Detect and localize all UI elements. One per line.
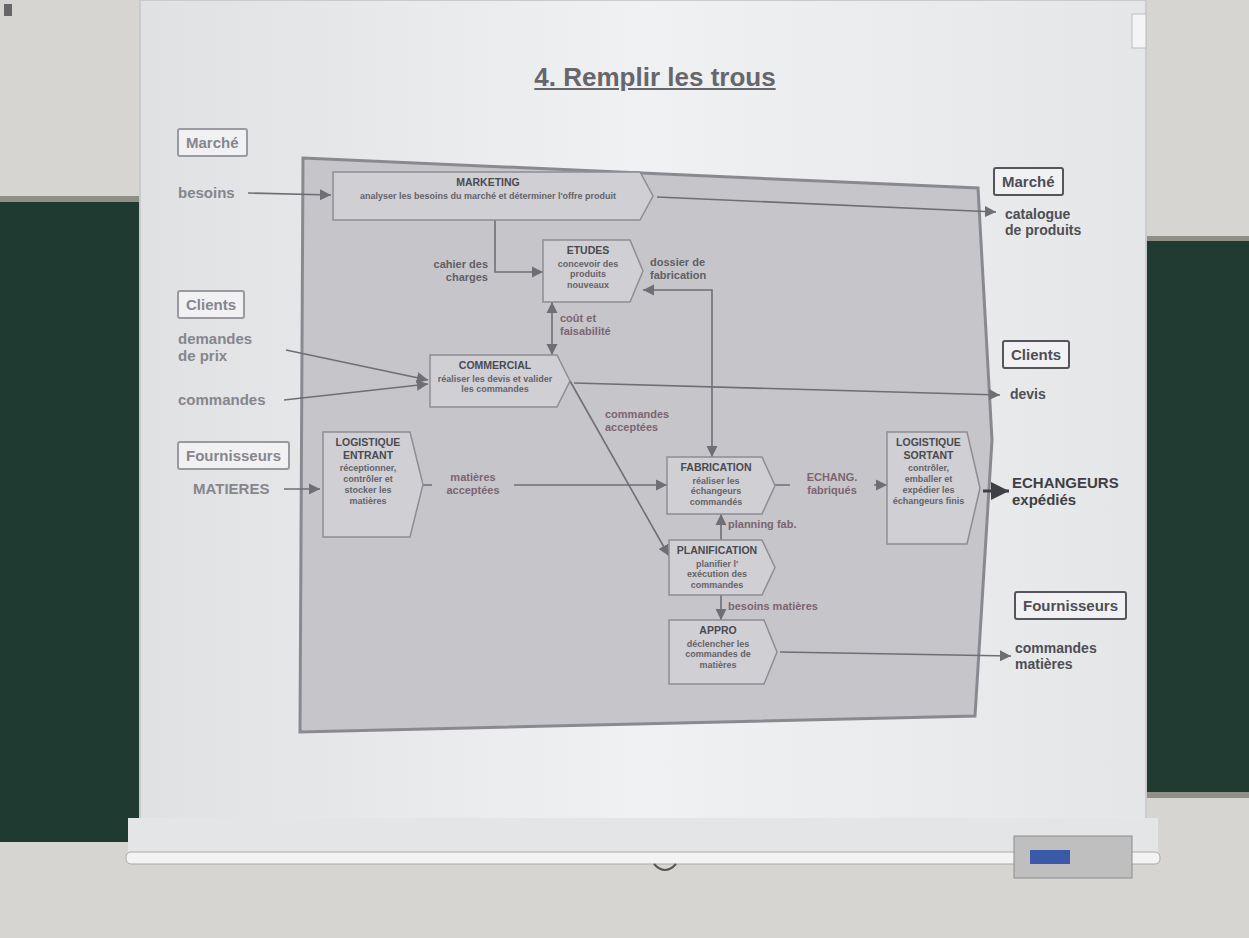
chalk-tray — [1014, 836, 1132, 878]
flow-connector — [720, 514, 722, 540]
board-frame — [0, 196, 150, 202]
process-title: ETUDES — [548, 244, 628, 257]
process-title: PLANIFICATION — [674, 544, 760, 557]
process-box: ETUDES concevoir des produits nouveaux — [543, 240, 643, 302]
screen-bar — [126, 852, 1160, 864]
arrow-outline — [430, 355, 570, 407]
actor-name: Clients — [1011, 346, 1061, 363]
screen-bracket — [1132, 14, 1146, 48]
connector-label: matières acceptées — [432, 470, 514, 498]
wall-socket — [4, 4, 12, 16]
actor-box: Fournisseurs — [177, 441, 290, 470]
actor-box: Marché — [177, 128, 248, 157]
flow-label: commandes matières — [1015, 640, 1115, 672]
flow-connector — [551, 302, 553, 355]
flow-connector — [570, 381, 669, 556]
arrow-outline — [323, 432, 423, 537]
process-box: LOGISTIQUE ENTRANTréceptionner, contrôle… — [323, 432, 423, 537]
flow-label: besoins — [178, 184, 258, 201]
connector-label: planning fab. — [728, 518, 808, 531]
connector-label: commandes acceptées — [605, 408, 685, 434]
actor-name: Fournisseurs — [1023, 597, 1118, 614]
flow-line — [284, 488, 320, 490]
process-description: réceptionner, contrôler et stocker les m… — [328, 463, 408, 506]
screen-edge — [140, 0, 1146, 828]
process-description: réaliser les échangeurs commandés — [672, 476, 760, 508]
actor-box: Clients — [177, 290, 245, 319]
process-description: déclencher les commandes de matières — [674, 639, 762, 671]
flow-label: catalogue de produits — [1005, 206, 1085, 238]
actor-name: Marché — [1002, 173, 1055, 190]
process-box: MARKETING analyser les besoins du marché … — [333, 172, 653, 220]
process-box: LOGISTIQUE SORTANTcontrôler, emballer et… — [887, 432, 980, 544]
board-eraser — [1030, 850, 1070, 864]
process-description: réaliser les devis et valider les comman… — [435, 374, 555, 396]
pull-handle — [654, 864, 676, 870]
process-description: planifier l' exécution des commandes — [674, 559, 760, 591]
actor-box: Marché — [993, 167, 1064, 196]
flow-line — [657, 197, 996, 212]
arrow-outline — [333, 172, 653, 220]
flow-connector — [495, 220, 543, 272]
process-title: LOGISTIQUE ENTRANT — [328, 436, 408, 461]
connector-label: ECHANG. fabriqués — [790, 470, 874, 498]
flow-label: commandes — [178, 391, 288, 408]
flow-label: demandes de prix — [178, 330, 268, 365]
process-description: concevoir des produits nouveaux — [548, 259, 628, 291]
flow-line — [574, 383, 1000, 395]
actor-name: Clients — [186, 296, 236, 313]
process-box: PLANIFICATION planifier l' exécution des … — [669, 540, 775, 595]
arrow-outline — [669, 620, 777, 684]
flow-label: MATIERES — [193, 480, 288, 497]
connector-label: cahier des charges — [420, 258, 488, 284]
arrow-outline — [667, 457, 775, 514]
actor-box: Fournisseurs — [1014, 591, 1127, 620]
actor-box: Clients — [1002, 340, 1070, 369]
process-title: MARKETING — [338, 176, 638, 189]
process-title: COMMERCIAL — [435, 359, 555, 372]
actor-name: Marché — [186, 134, 239, 151]
arrow-outline — [543, 240, 643, 302]
actor-name: Fournisseurs — [186, 447, 281, 464]
flow-line — [284, 384, 428, 400]
flow-connector — [720, 595, 722, 620]
enterprise-boundary — [300, 158, 992, 732]
arrow-outline — [669, 540, 775, 595]
connector-label: coût et faisabilité — [560, 312, 640, 338]
projection-screen — [140, 0, 1146, 828]
process-box: FABRICATION réaliser les échangeurs comma… — [667, 457, 775, 514]
flow-line — [983, 490, 1009, 493]
process-title: APPRO — [674, 624, 762, 637]
process-box: COMMERCIAL réaliser les devis et valider … — [430, 355, 570, 407]
arrow-outline — [887, 432, 980, 544]
flow-line — [286, 350, 428, 380]
flow-label: ECHANGEURS expédiés — [1012, 474, 1134, 509]
process-description: contrôler, emballer et expédier les écha… — [892, 463, 965, 506]
process-box: APPRO déclencher les commandes de matière… — [669, 620, 777, 684]
flow-line — [780, 652, 1011, 656]
flow-label: devis — [1010, 386, 1090, 402]
flow-line — [248, 193, 331, 195]
process-title: LOGISTIQUE SORTANT — [892, 436, 965, 461]
process-description: analyser les besoins du marché et déterm… — [338, 191, 638, 202]
process-title: FABRICATION — [672, 461, 760, 474]
slide-title: 4. Remplir les trous — [355, 62, 955, 93]
left-chalkboard — [0, 196, 150, 842]
connector-label: besoins matières — [728, 600, 838, 613]
connector-label: dossier de fabrication — [650, 256, 750, 282]
